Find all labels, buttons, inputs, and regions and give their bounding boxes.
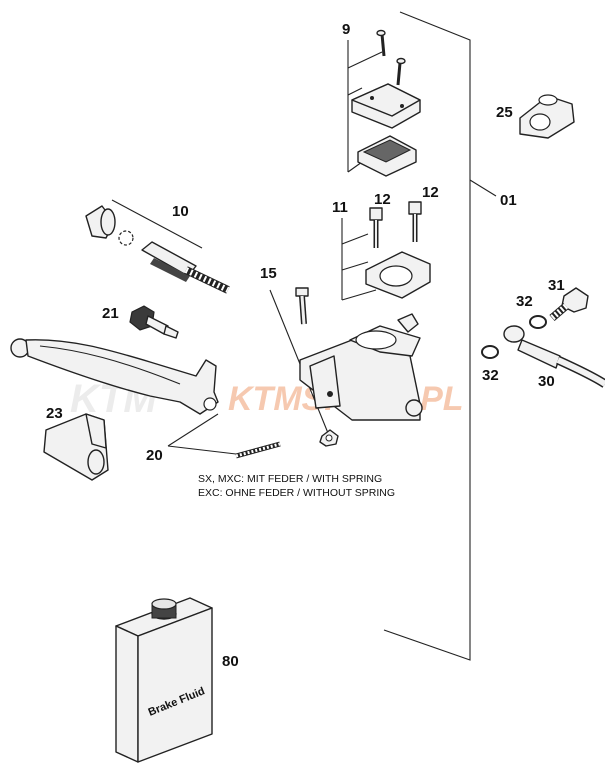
label-15: 15 [260,265,277,282]
reservoir-cover [351,83,421,129]
banjo-bolt [549,287,589,322]
label-01: 01 [500,192,517,209]
cover-screw [376,29,406,86]
assembly-boundary [383,11,497,661]
pivot-pin [269,287,339,447]
diaphragm [357,135,417,177]
brake-hose [503,325,605,388]
label-23: 23 [46,405,63,422]
return-spring [167,413,281,459]
spring-note-line1: SX, MXC: MIT FEDER / WITH SPRING [198,473,382,485]
label-21: 21 [102,305,119,322]
lever-guard [43,413,109,481]
label-30: 30 [538,373,555,390]
label-32-top: 32 [516,293,533,310]
label-11: 11 [332,199,348,216]
label-80: 80 [222,653,239,670]
label-25: 25 [496,104,513,121]
label-12-right: 12 [422,184,439,201]
clamp-25 [519,94,575,139]
brake-fluid-can: Brake Fluid [115,597,213,763]
label-32-bottom: 32 [482,367,499,384]
spring-note-line2: EXC: OHNE FEDER / WITHOUT SPRING [198,487,395,499]
label-12-left: 12 [374,191,391,208]
handlebar-clamp [365,251,431,299]
master-cylinder-body [299,313,423,421]
brake-lever [10,338,219,415]
label-9: 9 [342,21,350,38]
piston-kit [85,199,230,294]
label-20: 20 [146,447,163,464]
label-31: 31 [548,277,565,294]
adjuster-screw [129,305,179,339]
sealing-washer [481,315,547,359]
label-10: 10 [172,203,189,220]
clamp-bolt [369,201,422,248]
bracket-9 [347,40,383,173]
bracket-11 [341,218,377,301]
